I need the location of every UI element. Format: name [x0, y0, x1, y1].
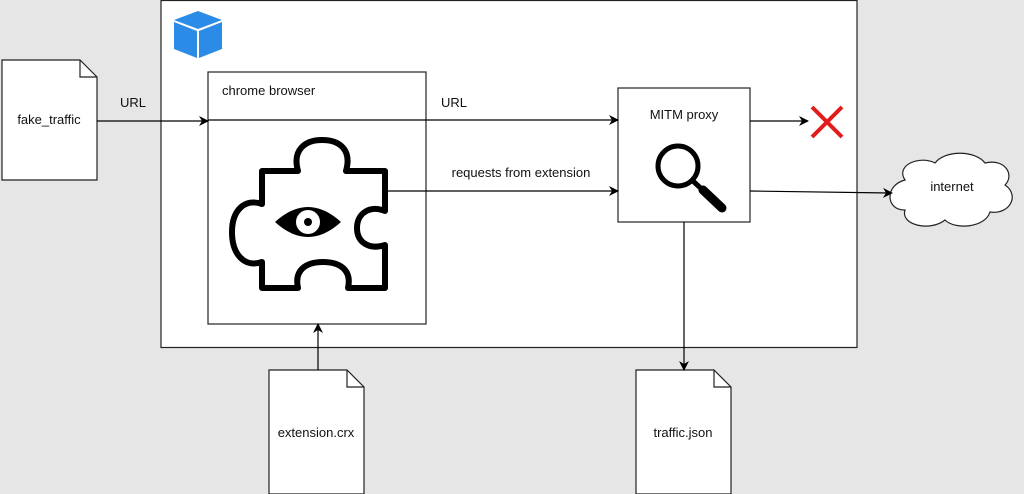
edge-to-internet	[749, 187, 893, 198]
fake-traffic-label: fake_traffic	[17, 112, 81, 127]
mitm-proxy-box	[617, 87, 751, 223]
edge-requests-label: requests from extension	[452, 165, 591, 180]
edge-url-to-proxy-label: URL	[441, 95, 467, 110]
extension-label: extension.crx	[278, 425, 355, 440]
cloud-icon	[889, 152, 1013, 227]
mitm-proxy-label: MITM proxy	[650, 107, 719, 122]
chrome-browser-label: chrome browser	[222, 83, 316, 98]
internet-cloud: internet	[889, 152, 1013, 227]
fake-traffic-document: fake_traffic	[1, 59, 98, 181]
cross-icon	[810, 105, 844, 139]
internet-label: internet	[930, 179, 974, 194]
edge-url-in-label: URL	[120, 95, 146, 110]
puzzle-eye-icon	[229, 137, 388, 291]
traffic-json-label: traffic.json	[653, 425, 712, 440]
magnifier-icon	[655, 143, 727, 213]
cube-icon	[174, 11, 222, 58]
traffic-json-document: traffic.json	[635, 369, 732, 494]
extension-document: extension.crx	[268, 369, 365, 494]
